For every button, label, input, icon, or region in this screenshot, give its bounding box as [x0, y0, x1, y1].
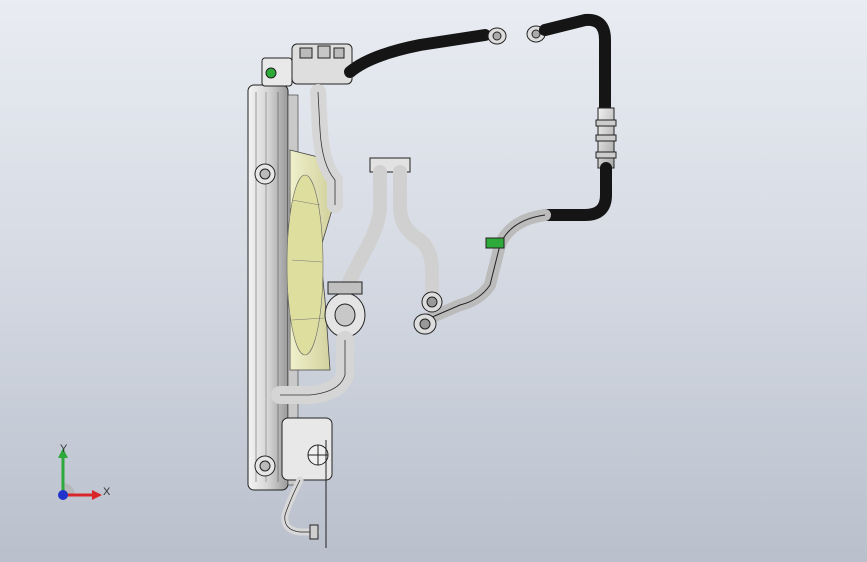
lower-return-pipe[interactable]	[413, 209, 551, 335]
bottom-drain-hose[interactable]	[281, 476, 320, 540]
upper-inlet-pipe[interactable]	[310, 84, 343, 213]
filler-housing[interactable]	[261, 43, 353, 87]
fan-shroud[interactable]	[286, 149, 336, 371]
center-y-pipe[interactable]	[338, 157, 443, 313]
expansion-tank[interactable]	[281, 417, 333, 548]
triad-x-label: X	[103, 486, 111, 498]
lower-outlet-pipe[interactable]	[271, 331, 354, 404]
coordinate-triad	[58, 448, 102, 500]
right-vertical-hose[interactable]	[539, 107, 617, 221]
triad-y-label: Y	[60, 443, 68, 455]
pump-housing[interactable]	[324, 281, 366, 338]
upper-black-hose[interactable]	[344, 13, 611, 116]
